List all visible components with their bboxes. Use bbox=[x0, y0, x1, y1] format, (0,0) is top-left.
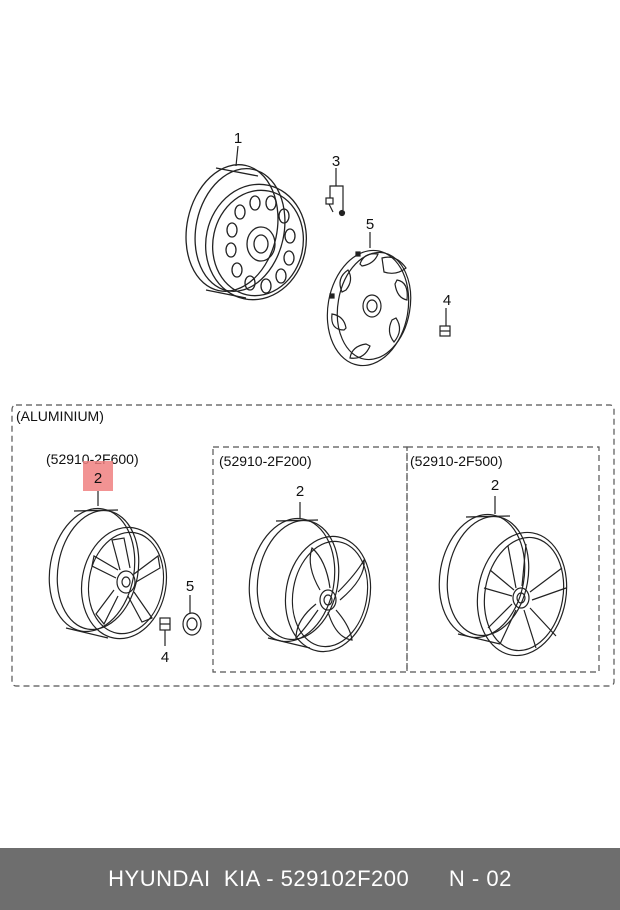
variant-label-a: (52910-2F600) bbox=[46, 451, 139, 467]
footer-bar: HYUNDAI KIA - 529102F200 N - 02 bbox=[0, 848, 620, 910]
wheel-cover bbox=[326, 232, 412, 367]
steel-wheel bbox=[185, 164, 308, 301]
footer-brand: HYUNDAI KIA - 529102F200 bbox=[108, 866, 410, 891]
aluminium-frame bbox=[11, 404, 615, 687]
callout-2-a: 2 bbox=[94, 470, 102, 487]
section-label: (ALUMINIUM) bbox=[16, 408, 104, 424]
callout-5-small: 5 bbox=[186, 578, 194, 595]
callout-4-small: 4 bbox=[161, 649, 169, 666]
center-cap bbox=[182, 595, 202, 636]
small-lug-nut bbox=[159, 617, 171, 646]
callout-4-top: 4 bbox=[443, 292, 451, 309]
alloy-wheel-c bbox=[438, 513, 568, 657]
parts-diagram: 1 3 5 4 (ALUMINIUM) (52910-2F600) bbox=[11, 130, 615, 687]
variant-label-c: (52910-2F500) bbox=[410, 453, 503, 469]
callout-5-top: 5 bbox=[366, 216, 374, 233]
callout-2-b: 2 bbox=[296, 483, 304, 500]
alloy-wheel-b bbox=[248, 517, 372, 653]
footer-spacer bbox=[409, 866, 449, 892]
variant-frame-b bbox=[212, 446, 408, 673]
highlight-box bbox=[83, 461, 113, 491]
alloy-wheel-a bbox=[48, 507, 168, 640]
footer-page: N - 02 bbox=[448, 866, 512, 891]
lug-nut bbox=[439, 308, 451, 337]
callout-2-c: 2 bbox=[491, 477, 499, 494]
variant-frame-c bbox=[406, 446, 600, 673]
valve-stem bbox=[325, 168, 346, 217]
callout-1: 1 bbox=[234, 130, 242, 147]
variant-label-b: (52910-2F200) bbox=[219, 453, 312, 469]
callout-3: 3 bbox=[332, 153, 340, 170]
